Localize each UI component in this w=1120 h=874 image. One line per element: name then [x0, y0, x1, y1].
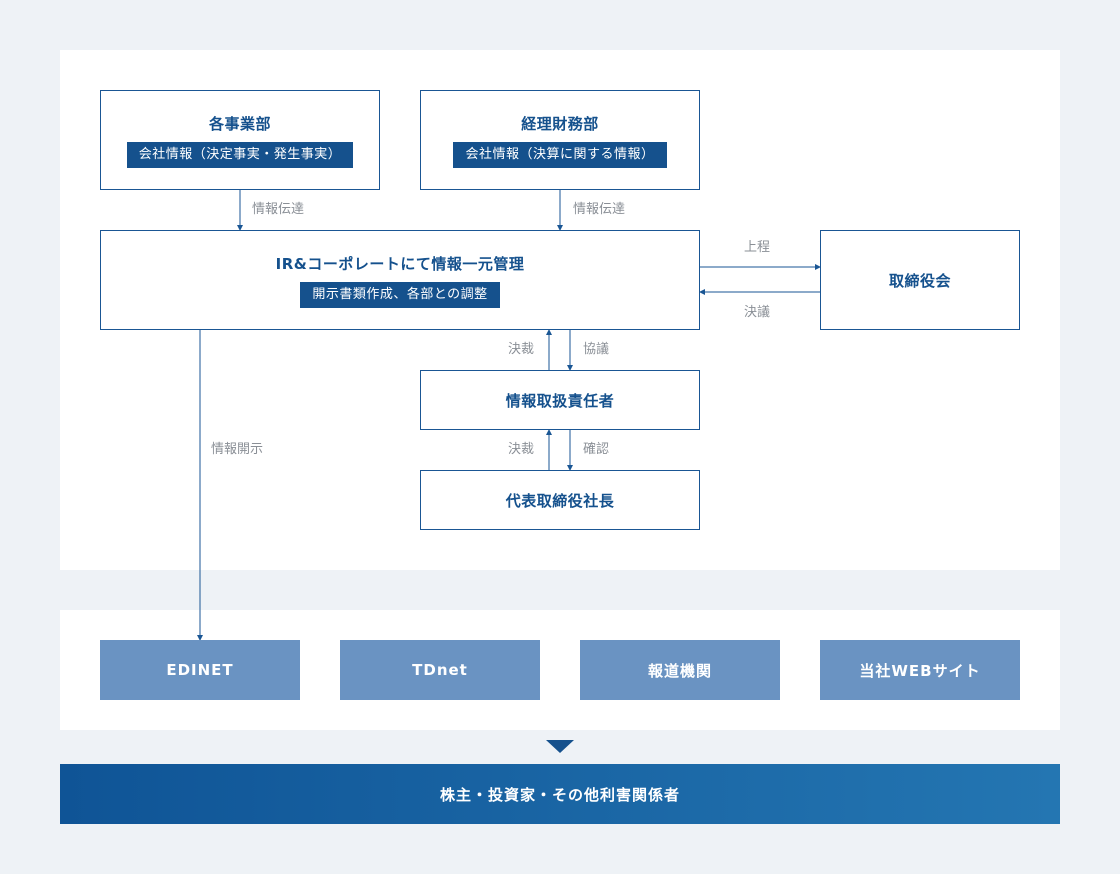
label-consult: 協議 [583, 342, 610, 357]
business-units-tag: 会社情報（決定事実・発生事実） [126, 141, 354, 168]
label-confirm: 確認 [583, 442, 610, 457]
finance-box: 経理財務部 会社情報（決算に関する情報） [420, 90, 700, 190]
info-officer-title: 情報取扱責任者 [505, 391, 615, 410]
channel-press: 報道機関 [580, 640, 780, 700]
business-units-box: 各事業部 会社情報（決定事実・発生事実） [100, 90, 380, 190]
ir-corporate-box: IR&コーポレートにて情報一元管理 開示書類作成、各部との調整 [100, 230, 700, 330]
label-info-transfer-left: 情報伝達 [252, 202, 305, 217]
audience-bar: 株主・投資家・その他利害関係者 [60, 764, 1060, 824]
president-title: 代表取締役社長 [505, 491, 615, 510]
label-info-transfer-right: 情報伝達 [573, 202, 626, 217]
finance-title: 経理財務部 [521, 114, 599, 133]
ir-corporate-tag: 開示書類作成、各部との調整 [300, 281, 500, 308]
channel-edinet: EDINET [100, 640, 300, 700]
label-submit: 上程 [744, 240, 771, 255]
down-arrow-icon [546, 740, 574, 753]
board-title: 取締役会 [888, 271, 951, 290]
label-decision-2: 決裁 [508, 442, 535, 457]
info-officer-box: 情報取扱責任者 [420, 370, 700, 430]
channel-tdnet: TDnet [340, 640, 540, 700]
finance-tag: 会社情報（決算に関する情報） [453, 141, 667, 168]
label-decision-1: 決裁 [508, 342, 535, 357]
label-disclosure: 情報開示 [211, 442, 264, 457]
label-resolution: 決議 [744, 305, 771, 320]
board-box: 取締役会 [820, 230, 1020, 330]
business-units-title: 各事業部 [208, 114, 271, 133]
ir-corporate-title: IR&コーポレートにて情報一元管理 [275, 254, 525, 273]
channel-website: 当社WEBサイト [820, 640, 1020, 700]
president-box: 代表取締役社長 [420, 470, 700, 530]
